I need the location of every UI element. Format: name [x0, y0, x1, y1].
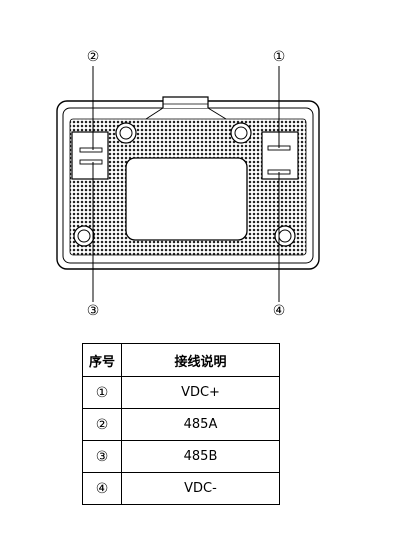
row-number: ①: [82, 376, 122, 409]
row-description: VDC-: [121, 472, 280, 505]
row-description: 485A: [121, 408, 280, 441]
screw-top-left: [115, 122, 137, 144]
table-row: ③ 485B: [82, 440, 280, 473]
display-window: [125, 157, 248, 241]
callout-label-2: ②: [86, 49, 100, 65]
screw-top-right: [230, 122, 252, 144]
table-row: ② 485A: [82, 408, 280, 441]
callout-label-1: ①: [272, 49, 286, 65]
header-description: 接线说明: [121, 343, 280, 377]
row-description: VDC+: [121, 376, 280, 409]
header-number: 序号: [82, 343, 122, 377]
table-header-row: 序号 接线说明: [82, 343, 280, 377]
wiring-table: 序号 接线说明 ① VDC+ ② 485A ③ 485B ④ VDC-: [82, 343, 280, 505]
table-row: ④ VDC-: [82, 472, 280, 505]
table-row: ① VDC+: [82, 376, 280, 409]
top-tab: [162, 96, 209, 108]
row-description: 485B: [121, 440, 280, 473]
screw-bottom-right: [274, 225, 296, 247]
callout-label-3: ③: [86, 303, 100, 319]
callout-label-4: ④: [272, 303, 286, 319]
row-number: ④: [82, 472, 122, 505]
screw-bottom-left: [73, 225, 95, 247]
row-number: ②: [82, 408, 122, 441]
right-terminal-block: [261, 131, 299, 180]
row-number: ③: [82, 440, 122, 473]
left-terminal-block: [71, 131, 109, 180]
